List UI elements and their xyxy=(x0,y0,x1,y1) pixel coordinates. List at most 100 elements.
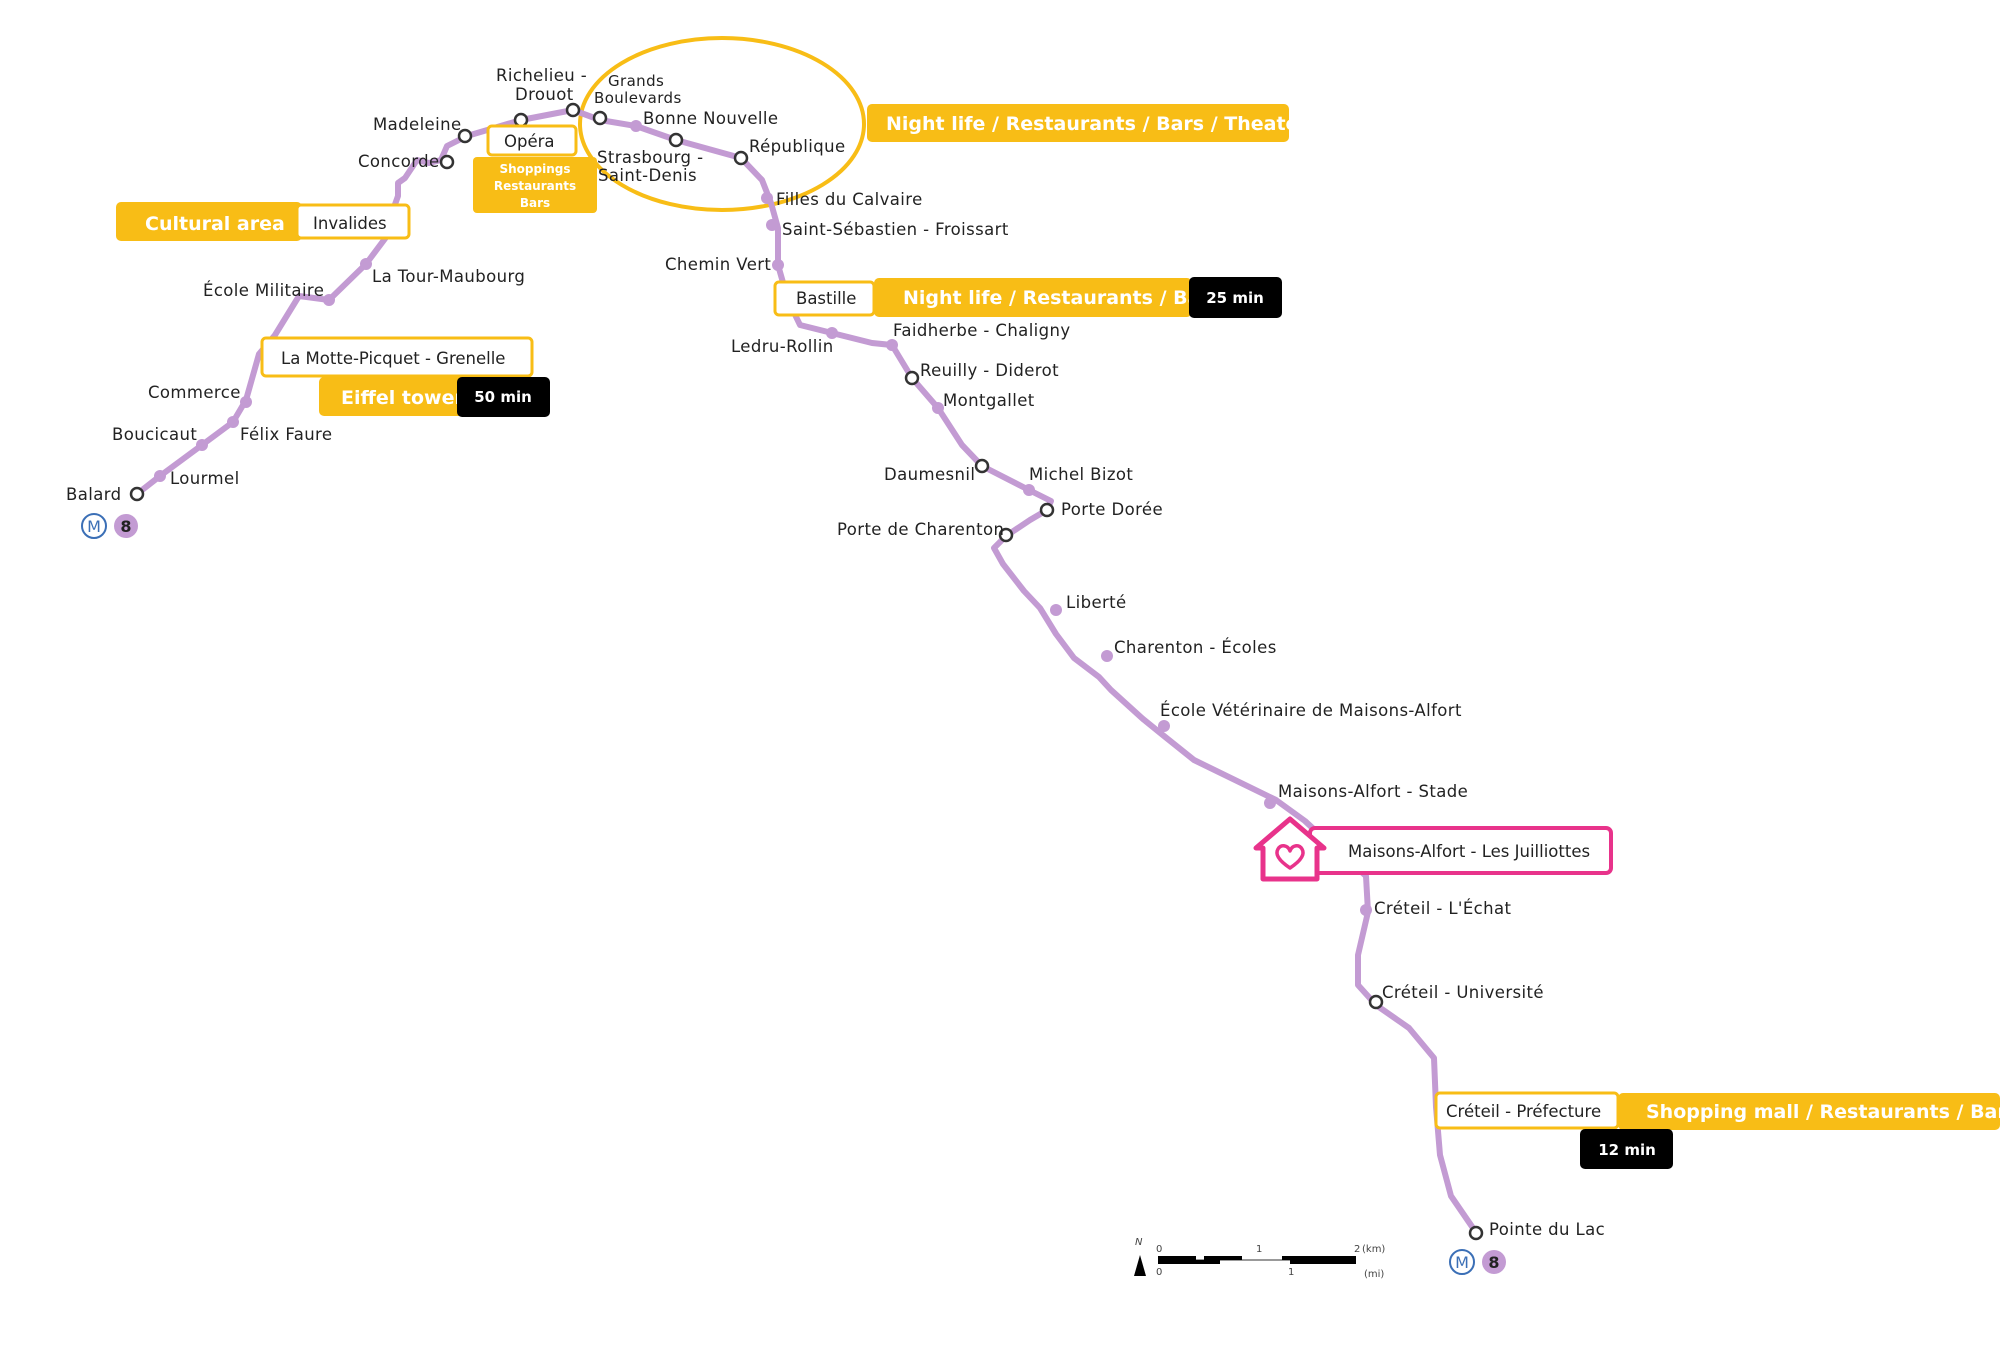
metro-logo-letter: M xyxy=(1455,1253,1469,1272)
invalides-box xyxy=(295,203,411,240)
station-madeleine[interactable] xyxy=(457,128,473,144)
station-dot-ledru-rollin[interactable] xyxy=(826,327,838,339)
station-labels: Balard Lourmel Boucicaut Félix Faure Com… xyxy=(66,66,1605,1239)
grands-boulevards-area-tag xyxy=(867,104,1289,142)
label-invalides: Invalides xyxy=(313,214,387,233)
grands-boulevards-area-label: Night life / Restaurants / Bars / Theate… xyxy=(886,113,1319,135)
scale-mi-unit: (mi) xyxy=(1364,1269,1384,1280)
opera-box xyxy=(486,124,578,157)
label-ecole-veterinaire: École Vétérinaire de Maisons-Alfort xyxy=(1160,701,1462,720)
metro-logo-letter: M xyxy=(87,517,101,536)
station-dot-bonne-nouvelle[interactable] xyxy=(630,120,642,132)
label-opera: Opéra xyxy=(504,132,555,151)
opera-area-line-2: Restaurants xyxy=(494,179,576,193)
label-lourmel: Lourmel xyxy=(170,469,240,488)
station-porte-doree[interactable] xyxy=(1039,502,1055,518)
station-opera[interactable] xyxy=(513,112,529,128)
label-creteil-prefecture: Créteil - Préfecture xyxy=(1446,1102,1601,1121)
cultural-area-label: Cultural area xyxy=(145,213,285,235)
station-dot-creteil-echat[interactable] xyxy=(1360,904,1372,916)
opera-area-line-3: Bars xyxy=(520,196,550,210)
creteil-time-badge xyxy=(1580,1129,1673,1169)
scale-mi-0: 0 xyxy=(1156,1267,1162,1278)
opera-area-tag xyxy=(473,157,597,213)
label-richelieu-1: Richelieu - xyxy=(496,66,587,85)
bastille-area-tag xyxy=(874,278,1192,317)
station-grands-boulevards[interactable] xyxy=(592,110,608,126)
station-concorde[interactable] xyxy=(439,154,455,170)
label-montgallet: Montgallet xyxy=(943,391,1035,410)
scale-km-1: 1 xyxy=(1256,1244,1262,1255)
label-grands-2: Boulevards xyxy=(594,89,682,107)
station-strasbourg-saint-denis[interactable] xyxy=(668,132,684,148)
label-pointe-du-lac: Pointe du Lac xyxy=(1489,1220,1605,1239)
opera-area-line-1: Shoppings xyxy=(500,162,571,176)
station-dot-lourmel[interactable] xyxy=(154,470,166,482)
label-porte-doree: Porte Dorée xyxy=(1061,500,1163,519)
scale-km-unit: (km) xyxy=(1362,1244,1385,1255)
station-reuilly-diderot[interactable] xyxy=(904,370,920,386)
station-dot-montgallet[interactable] xyxy=(932,402,944,414)
station-dot-la-tour-maubourg[interactable] xyxy=(360,258,372,270)
line-number-badge: 8 xyxy=(120,517,131,536)
label-richelieu-2: Drouot xyxy=(515,85,574,104)
eiffel-tower-tag xyxy=(319,377,467,416)
label-michel-bizot: Michel Bizot xyxy=(1029,465,1133,484)
station-richelieu-drouot[interactable] xyxy=(565,102,581,118)
station-dot-ecole-militaire[interactable] xyxy=(323,294,335,306)
station-dot-boucicaut[interactable] xyxy=(196,439,208,451)
label-madeleine: Madeleine xyxy=(373,115,462,134)
station-dot-felix-faure[interactable] xyxy=(227,416,239,428)
minor-station-dots xyxy=(154,120,1372,916)
station-daumesnil[interactable] xyxy=(974,458,990,474)
bastille-time-label: 25 min xyxy=(1206,289,1264,307)
eiffel-time-badge xyxy=(457,377,550,417)
label-chemin-vert: Chemin Vert xyxy=(665,255,771,274)
label-daumesnil: Daumesnil xyxy=(884,465,975,484)
station-creteil-universite[interactable] xyxy=(1368,994,1384,1010)
label-creteil-universite: Créteil - Université xyxy=(1382,983,1544,1002)
label-grands-1: Grands xyxy=(608,72,664,90)
station-dot-maisons-alfort-stade[interactable] xyxy=(1264,797,1276,809)
station-dot-faidherbe[interactable] xyxy=(886,339,898,351)
label-commerce: Commerce xyxy=(148,383,241,402)
station-balard[interactable] xyxy=(129,486,145,502)
label-republique: République xyxy=(749,137,846,156)
label-charenton-ecoles: Charenton - Écoles xyxy=(1114,638,1277,657)
label-strasbourg-1: Strasbourg - xyxy=(597,148,703,167)
line-number-badge: 8 xyxy=(1488,1253,1499,1272)
station-republique[interactable] xyxy=(733,150,749,166)
grands-boulevards-highlight-ellipse xyxy=(578,36,866,212)
scale-km-0: 0 xyxy=(1156,1244,1162,1255)
station-dot-saint-sebastien[interactable] xyxy=(766,219,778,231)
station-dot-chemin-vert[interactable] xyxy=(772,259,784,271)
label-ecole-militaire: École Militaire xyxy=(203,281,324,300)
home-heart-icon xyxy=(1253,816,1327,882)
station-porte-de-charenton[interactable] xyxy=(998,527,1014,543)
label-concorde: Concorde xyxy=(358,152,440,171)
metro-logo-icon: M 8 xyxy=(81,513,138,539)
station-pointe-du-lac[interactable] xyxy=(1468,1225,1484,1241)
station-dot-charenton-ecoles[interactable] xyxy=(1101,650,1113,662)
station-dot-liberte[interactable] xyxy=(1050,604,1062,616)
creteil-area-label: Shopping mall / Restaurants / Bars xyxy=(1646,1101,2000,1123)
label-maisons-alfort-stade: Maisons-Alfort - Stade xyxy=(1278,782,1468,801)
label-saint-sebastien: Saint-Sébastien - Froissart xyxy=(782,220,1009,239)
label-liberte: Liberté xyxy=(1066,593,1127,612)
station-dot-filles-du-calvaire[interactable] xyxy=(761,192,773,204)
creteil-area-tag xyxy=(1618,1093,2000,1130)
north-arrow-icon: N xyxy=(1134,1237,1146,1276)
la-motte-box xyxy=(260,336,534,378)
label-bastille: Bastille xyxy=(796,289,856,308)
eiffel-time-label: 50 min xyxy=(474,388,532,406)
interchange-stations xyxy=(129,102,1484,1241)
cultural-area-tag xyxy=(116,202,302,241)
north-label: N xyxy=(1135,1237,1143,1248)
label-ledru-rollin: Ledru-Rollin xyxy=(731,337,834,356)
station-dot-michel-bizot[interactable] xyxy=(1023,484,1035,496)
label-felix-faure: Félix Faure xyxy=(240,425,332,444)
station-dot-ecole-veterinaire[interactable] xyxy=(1158,720,1170,732)
station-dot-commerce[interactable] xyxy=(240,396,252,408)
scale-mi-1: 1 xyxy=(1288,1267,1294,1278)
